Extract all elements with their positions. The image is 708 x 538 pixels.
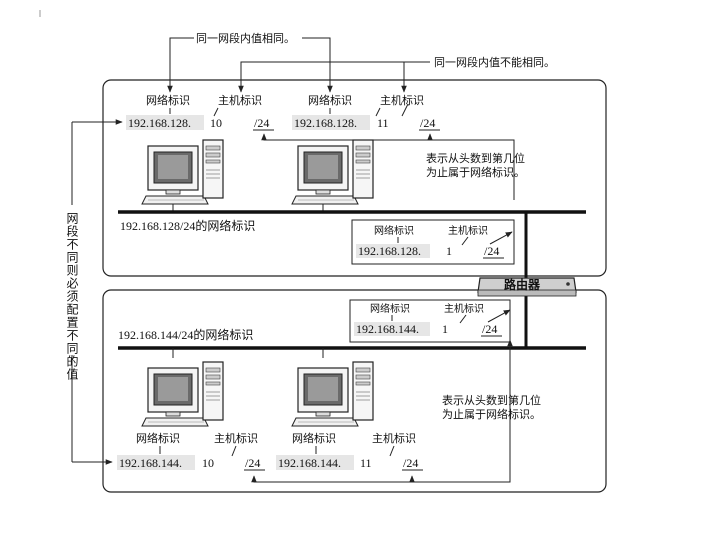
- bottom-router-prefix: /24: [482, 322, 497, 336]
- host-id-label: 主机标识: [444, 302, 484, 315]
- bottom-host2-host: 11: [360, 456, 372, 470]
- top-segment-label: 192.168.128/24的网络标识: [120, 218, 255, 233]
- bottom-host2-net: 192.168.144.: [278, 456, 341, 470]
- top-pc-2: [291, 139, 374, 205]
- top-prefix-note-2: 为止属于网络标识。: [426, 165, 525, 179]
- top-router-net: 192.168.128.: [358, 244, 421, 258]
- bottom-router-net: 192.168.144.: [356, 322, 419, 336]
- bottom-pc-1: [141, 361, 224, 427]
- net-id-label: 网络标识: [146, 93, 190, 107]
- top-host1-net: 192.168.128.: [128, 116, 191, 130]
- net-id-label: 网络标识: [308, 93, 352, 107]
- net-id-label: 网络标识: [292, 431, 336, 445]
- side-note: 网段不同则必须配置不同的值: [65, 212, 79, 381]
- top-host2-prefix: /24: [420, 116, 435, 130]
- router: 路由器: [477, 277, 577, 297]
- host-id-label: 主机标识: [372, 431, 416, 445]
- bottom-host2-prefix: /24: [403, 456, 418, 470]
- bottom-pc-2: [291, 361, 374, 427]
- bottom-segment-box: [102, 289, 607, 493]
- bottom-router-host: 1: [442, 322, 448, 336]
- top-segment-box: [102, 79, 607, 277]
- router-label: 路由器: [504, 277, 541, 292]
- top-router-host: 1: [446, 244, 452, 258]
- bottom-prefix-note-2: 为止属于网络标识。: [442, 407, 541, 421]
- bottom-host1-net: 192.168.144.: [119, 456, 182, 470]
- host-id-label: 主机标识: [218, 93, 262, 107]
- host-id-label: 主机标识: [448, 224, 488, 237]
- top-router-prefix: /24: [484, 244, 499, 258]
- top-host2-net: 192.168.128.: [294, 116, 357, 130]
- bottom-prefix-note-1: 表示从头数到第几位: [442, 393, 541, 407]
- top-host1-host: 10: [210, 116, 222, 130]
- net-id-label: 网络标识: [374, 224, 414, 237]
- top-host1-prefix: /24: [254, 116, 269, 130]
- top-pc-1: [141, 139, 224, 205]
- net-id-label: 网络标识: [136, 431, 180, 445]
- bottom-segment-label: 192.168.144/24的网络标识: [118, 327, 253, 342]
- same-net-label: 同一网段内值相同。: [196, 31, 295, 45]
- host-id-label: 主机标识: [214, 431, 258, 445]
- host-diff-label: 同一网段内值不能相同。: [434, 55, 555, 69]
- bottom-host1-host: 10: [202, 456, 214, 470]
- bottom-host1-prefix: /24: [245, 456, 260, 470]
- top-prefix-note-1: 表示从头数到第几位: [426, 151, 525, 165]
- top-host2-host: 11: [377, 116, 389, 130]
- host-id-label: 主机标识: [380, 93, 424, 107]
- net-id-label: 网络标识: [370, 302, 410, 315]
